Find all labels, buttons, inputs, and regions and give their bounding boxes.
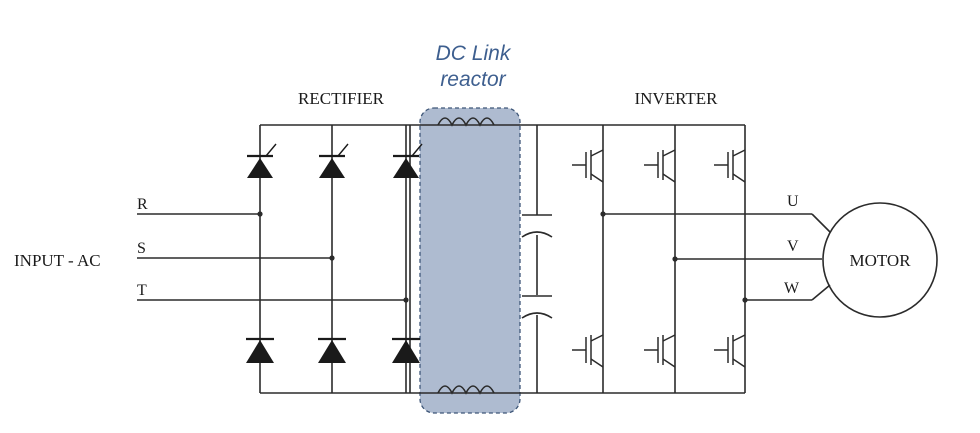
reactor-coils (437, 117, 495, 395)
phase-t-label: T (137, 282, 147, 299)
output-v-label: V (787, 238, 799, 255)
phase-s-label: S (137, 240, 146, 257)
igbt-upper-1 (572, 149, 604, 183)
motor-label: MOTOR (849, 251, 911, 270)
igbt-upper-3 (714, 149, 746, 183)
dc-link-label-line1: DC Link (436, 42, 512, 65)
igbt-lower-1 (572, 334, 604, 368)
diode-2 (318, 337, 346, 363)
thyristor-2 (319, 143, 349, 178)
rectifier-label: RECTIFIER (298, 89, 385, 108)
diode-3 (392, 337, 420, 363)
output-w-label: W (784, 280, 800, 297)
junction-dots (257, 211, 748, 303)
thyristor-1 (247, 143, 277, 178)
phase-r-label: R (137, 196, 148, 213)
igbt-upper-2 (644, 149, 676, 183)
dc-link-label-line2: reactor (440, 68, 506, 91)
igbt-lower-2 (644, 334, 676, 368)
igbt-lower-3 (714, 334, 746, 368)
output-u-label: U (787, 193, 799, 210)
diode-1 (246, 337, 274, 363)
input-ac-label: INPUT - AC (14, 251, 101, 270)
dc-link-reactor-highlight (419, 107, 521, 414)
inverter-label: INVERTER (634, 89, 718, 108)
thyristor-3 (393, 143, 423, 178)
motor-circle (822, 202, 938, 318)
